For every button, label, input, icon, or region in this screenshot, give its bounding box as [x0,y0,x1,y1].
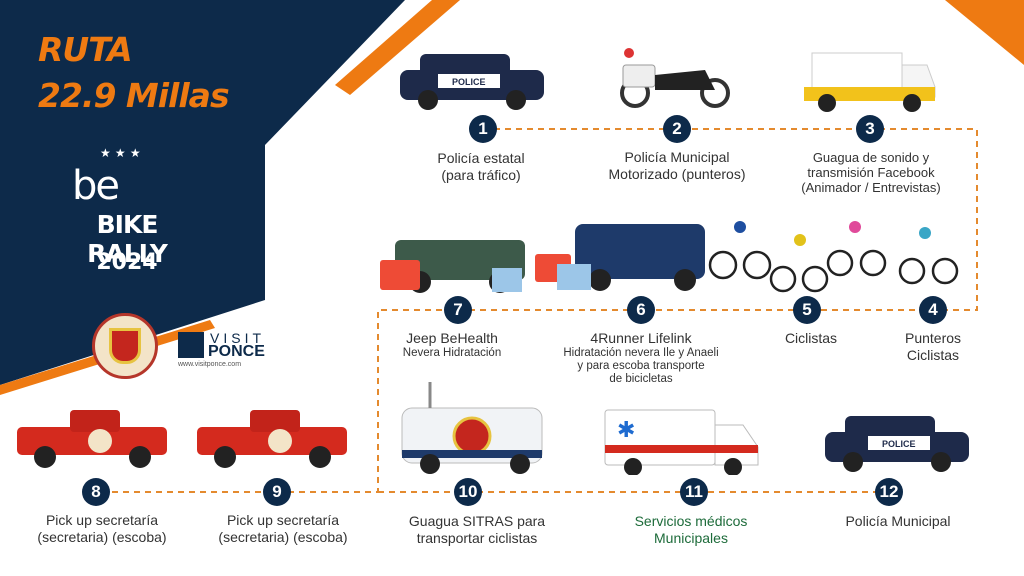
stop-1-number: 1 [469,115,497,143]
ambulance-image: ✱ [604,409,759,475]
stop-4-number: 4 [919,296,947,324]
police-motorcycle-image [620,48,730,108]
sound-truck-image [804,52,936,112]
state-police-suv-image: POLICE [400,54,544,110]
stop-10-number: 10 [454,478,482,506]
4runner-lifelink-image [535,224,705,291]
stop-12-label: Policía Municipal [845,513,951,529]
route-title: RUTA [38,30,133,69]
pickup-8-image [17,410,167,468]
visit-ponce-logo: VISIT PONCE www.visitponce.com [178,330,266,368]
event-name: BIKE RALLY [87,210,168,268]
stop-8-number: 8 [82,478,110,506]
svg-text:POLICE: POLICE [882,439,916,449]
stop-7-number: 7 [444,296,472,324]
route-path [96,128,978,493]
stop-9-number: 9 [263,478,291,506]
svg-text:✱: ✱ [617,417,635,442]
stop-12-number: 12 [875,478,903,506]
stop-3-number: 3 [856,115,884,143]
be-logo: be [72,163,120,209]
svg-text:POLICE: POLICE [452,77,486,87]
stop-2-number: 2 [663,115,691,143]
stop-11-number: 11 [680,478,708,506]
ponce-seal [92,313,158,379]
stop-1-label: Policía estatal(para tráfico) [437,150,525,183]
stars-icon: ★ ★ ★ [100,146,141,160]
event-year: 2024 [96,250,158,275]
pickup-9-image [197,410,347,468]
stop-8-label: Pick up secretaría(secretaria) (escoba) [37,512,167,545]
cyclists-image [708,221,959,293]
sitras-van-image [401,382,543,474]
stop-6-number: 6 [627,296,655,324]
stop-5-number: 5 [793,296,821,324]
route-distance: 22.9 Millas [38,76,230,115]
stop-5-label: Ciclistas [784,330,838,346]
jeep-behealth-image [380,240,525,293]
stop-9-label: Pick up secretaría(secretaria) (escoba) [218,512,348,545]
municipal-police-suv-image: POLICE [825,416,969,472]
